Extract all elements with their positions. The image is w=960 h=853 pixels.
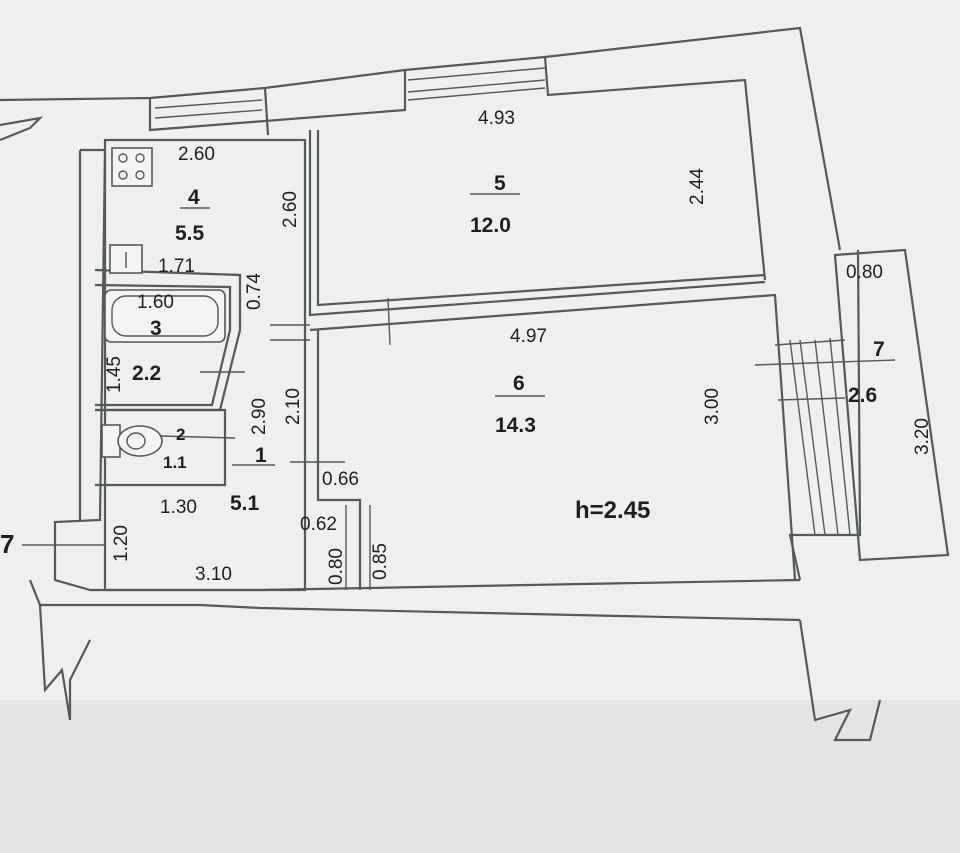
dim-2-10: 2.10 [283,388,304,425]
windows [154,67,546,119]
bathtub-fixture [104,289,226,343]
dim-0-85: 0.85 [370,543,391,580]
dim-0-74: 0.74 [244,273,265,310]
room-3-area: 2.2 [132,362,161,385]
room-5-number: 5 [494,172,506,195]
sink-fixture [109,244,143,274]
balcony [774,248,950,562]
room-7-area: 2.6 [848,384,877,407]
dim-4-93: 4.93 [478,108,515,129]
dim-0-80-door: 0.80 [326,548,347,585]
dim-2-90: 2.90 [249,398,270,435]
stove-fixture [111,147,153,187]
room-7-number: 7 [873,338,885,361]
dim-3-00: 3.00 [702,388,723,425]
interior-walls [94,130,797,592]
room-3-number: 3 [150,317,162,340]
room-1-number: 1 [255,444,267,467]
dim-2-60-kitchen-depth: 2.60 [280,191,301,228]
toilet-fixture [101,424,163,458]
dim-0-80-balcony: 0.80 [846,262,883,283]
dim-3-10: 3.10 [195,564,232,585]
dim-1-20: 1.20 [111,525,132,562]
room-2-number: 2 [176,425,185,444]
dim-0-66: 0.66 [322,469,359,490]
dim-1-45: 1.45 [104,356,125,393]
dim-4-97: 4.97 [510,326,547,347]
room-6-number: 6 [513,372,525,395]
room-5-area: 12.0 [470,214,511,237]
ceiling-height: h=2.45 [575,497,650,524]
paper-shadow [0,700,960,853]
dim-2-60-kitchen-width: 2.60 [178,144,215,165]
dim-1-71: 1.71 [158,256,195,277]
margin-mark: 7 [0,529,14,559]
dim-3-20: 3.20 [912,418,933,455]
dim-1-60: 1.60 [137,292,174,313]
dim-1-30: 1.30 [160,497,197,518]
dim-2-44: 2.44 [687,168,708,205]
room-2-area: 1.1 [163,453,187,472]
fraction-bars [22,193,896,546]
dim-0-62: 0.62 [300,514,337,535]
room-1-area: 5.1 [230,492,260,515]
room-4-area: 5.5 [175,222,205,245]
room-6-area: 14.3 [495,414,536,437]
room-4-number: 4 [188,186,200,209]
